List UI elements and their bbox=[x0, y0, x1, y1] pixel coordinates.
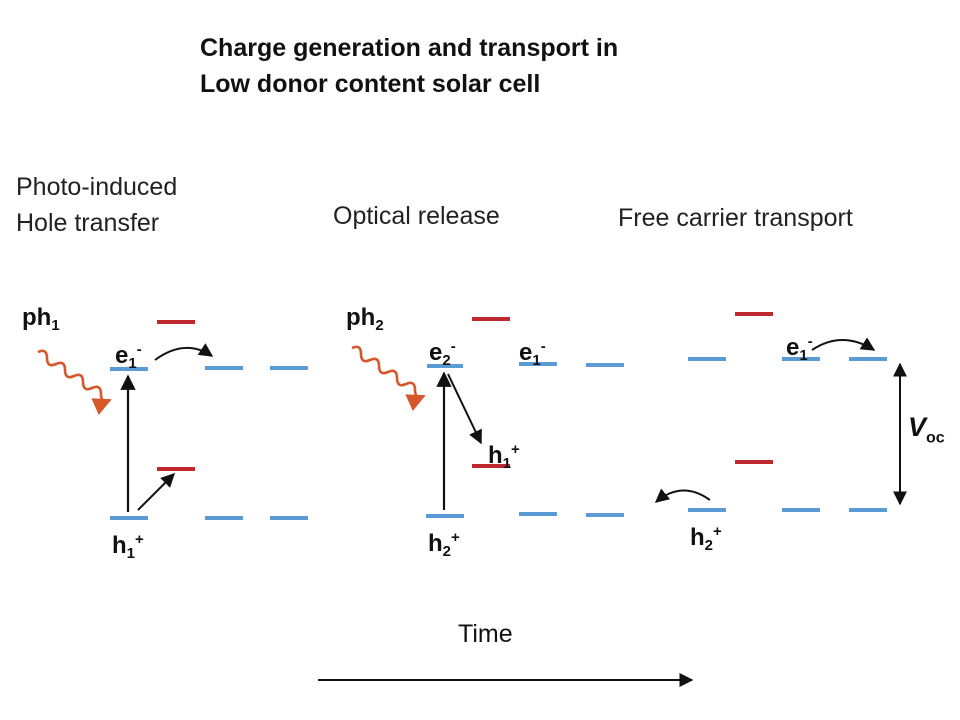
label-e1-panel2: e1- bbox=[519, 338, 546, 369]
title-line-2: Low donor content solar cell bbox=[200, 70, 541, 98]
electron-hop-arrow-panel3 bbox=[811, 337, 876, 351]
label-voc: Voc bbox=[908, 412, 945, 447]
label-ph1: ph1 bbox=[22, 304, 60, 335]
optical-release-arrow bbox=[447, 373, 482, 445]
panel-label-free-carrier: Free carrier transport bbox=[618, 204, 853, 232]
label-e1-panel3: e1- bbox=[786, 333, 813, 364]
label-e2-panel2: e2- bbox=[429, 338, 456, 369]
label-e1-panel1: e1- bbox=[115, 341, 142, 372]
label-h1-panel1: h1+ bbox=[112, 531, 144, 562]
label-h2-panel2: h2+ bbox=[428, 529, 460, 560]
label-h1-panel2: h1+ bbox=[488, 441, 520, 472]
label-ph2: ph2 bbox=[346, 304, 384, 335]
title-line-1: Charge generation and transport in bbox=[200, 34, 619, 62]
panel-label-optical-release: Optical release bbox=[333, 202, 500, 230]
label-h2-panel3: h2+ bbox=[690, 523, 722, 554]
panel-label-photo-induced: Photo-induced Hole transfer bbox=[16, 173, 178, 237]
diagram-title: Charge generation and transport in Low d… bbox=[200, 30, 618, 102]
hole-hop-arrow-panel3 bbox=[654, 488, 711, 503]
photon-wave-panel2 bbox=[351, 345, 426, 411]
electron-hop-arrow-panel1 bbox=[154, 343, 214, 361]
photon-wave-panel1 bbox=[37, 349, 112, 415]
hole-transfer-arrow bbox=[137, 473, 175, 511]
time-label: Time bbox=[458, 620, 513, 648]
